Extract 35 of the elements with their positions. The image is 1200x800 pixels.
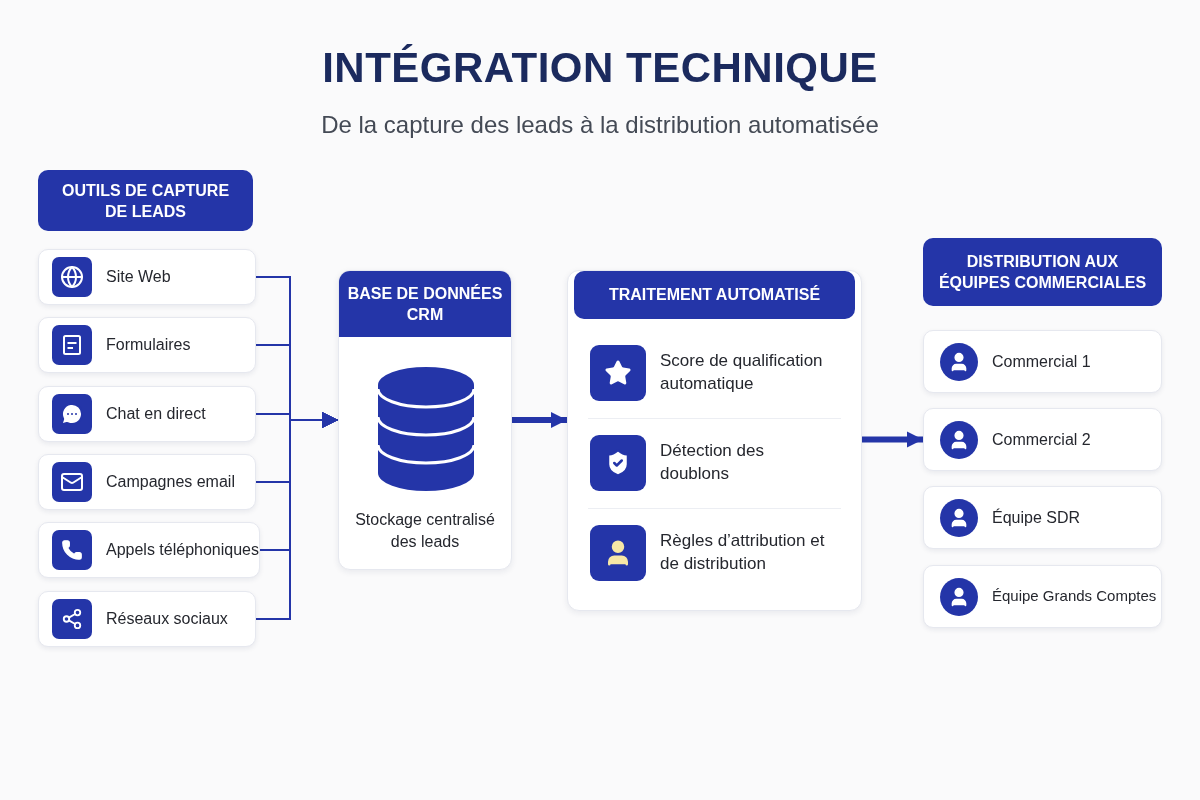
source-label: Campagnes email	[106, 472, 235, 493]
diagram-title: INTÉGRATION TECHNIQUE	[321, 44, 879, 92]
source-label: Appels téléphoniques	[106, 540, 259, 561]
team-label: Commercial 1	[992, 351, 1091, 372]
card-description: Stockage centralisé des leads	[354, 510, 496, 552]
team-label: Commercial 2	[992, 429, 1091, 450]
team-card	[923, 565, 1162, 628]
card-header: TRAITEMENT AUTOMATISÉ	[574, 271, 855, 319]
source-card	[38, 386, 256, 442]
source-label: Formulaires	[106, 335, 191, 356]
step-label: Score de qualification automatique	[660, 350, 824, 395]
team-card	[923, 486, 1162, 549]
source-card	[38, 249, 256, 305]
arrow	[255, 412, 339, 620]
arrow	[512, 412, 567, 428]
section-header: DISTRIBUTION AUX ÉQUIPES COMMERCIALES	[923, 238, 1162, 306]
arrow	[862, 431, 923, 448]
team-label: Équipe SDR	[992, 507, 1081, 528]
section-header: OUTILS DE CAPTURE DE LEADS	[38, 170, 253, 231]
source-card	[38, 522, 260, 578]
card-header: BASE DE DONNÉES CRM	[339, 271, 511, 337]
step-label: Détection des doublons	[660, 440, 765, 485]
team-card	[923, 330, 1162, 393]
team-label: Équipe Grands Comptes	[992, 586, 1157, 607]
team-card	[923, 408, 1162, 471]
source-label: Chat en direct	[106, 404, 206, 425]
database-card	[338, 270, 512, 570]
source-card	[38, 317, 256, 373]
source-label: Réseaux sociaux	[106, 609, 228, 630]
step-label: Règles d’attribution et de distribution	[660, 530, 826, 575]
source-card	[38, 454, 256, 510]
process-card	[567, 270, 862, 611]
source-card	[38, 591, 256, 647]
diagram-subtitle: De la capture des leads à la distribution automatisée	[320, 111, 880, 139]
source-label: Site Web	[106, 267, 171, 288]
